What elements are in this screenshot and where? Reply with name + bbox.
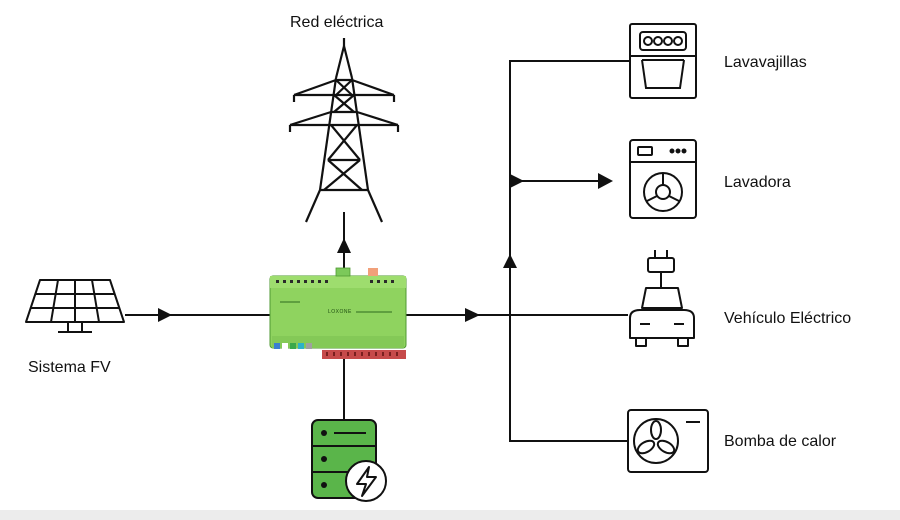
pv-label: Sistema FV [28,359,111,376]
heat-pump-icon [627,409,709,473]
controller-icon [269,267,407,359]
arrow-heads [158,173,613,322]
grid-arrow-icon [337,238,351,253]
dishwasher-label: Lavavajillas [724,54,807,71]
controller-brand-label: LOXONE [328,309,352,315]
battery-storage-icon [311,419,387,502]
distribution-bus-line [509,60,630,442]
connection-lines [125,60,630,442]
bus-right-arrow-icon [510,174,524,188]
ev-label: Vehículo Eléctrico [724,310,852,327]
bottom-bar [0,510,900,520]
pv-arrow-icon [158,308,172,322]
heat-pump-label: Bomba de calor [724,433,837,450]
electric-vehicle-icon [629,250,695,347]
washer-label: Lavadora [724,174,791,191]
output-arrow-icon [465,308,480,322]
transmission-tower-icon [288,38,400,223]
bus-up-arrow-icon [503,254,517,268]
washer-arrow-icon [598,173,613,189]
solar-panel-icon [25,279,125,333]
washing-machine-icon [629,139,697,219]
grid-label: Red eléctrica [290,14,384,31]
dishwasher-icon [629,23,697,99]
